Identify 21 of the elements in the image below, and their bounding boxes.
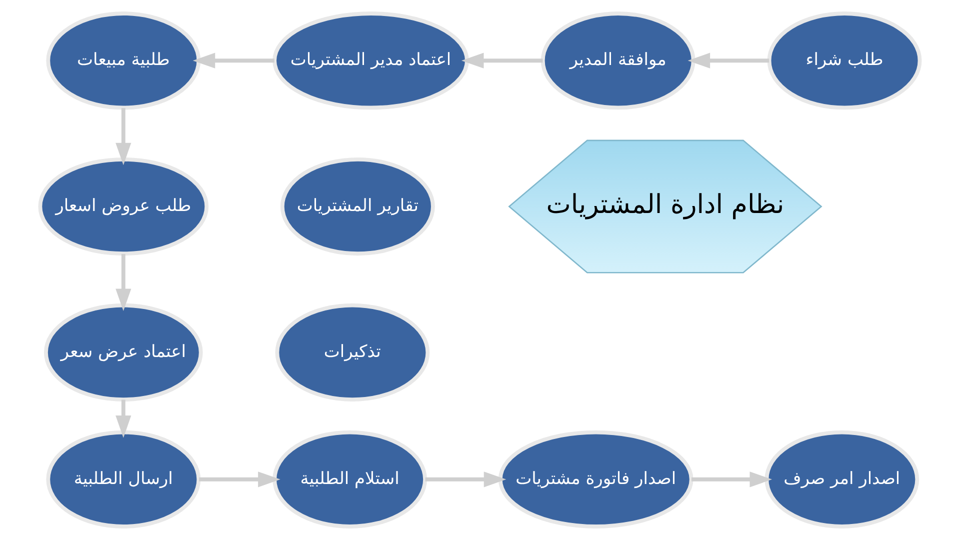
arrow: [691, 472, 772, 488]
node-ellipse: اعتماد مدير المشتريات: [272, 12, 469, 110]
node-ellipse: اصدار امر صرف: [764, 430, 920, 528]
node-ellipse: طلب عروض اسعار: [38, 157, 209, 256]
arrow: [116, 254, 132, 312]
node-ellipse: تذكيرات: [275, 303, 430, 402]
node-ellipse: استلام الطلبية: [272, 430, 428, 528]
arrow: [116, 108, 132, 166]
arrow: [192, 52, 274, 68]
arrow: [425, 472, 506, 488]
node-ellipse: طلبية مبيعات: [46, 12, 201, 110]
node-ellipse: تقارير المشتريات: [280, 157, 435, 256]
arrow: [116, 400, 132, 438]
node-ellipse: اعتماد عرض سعر: [44, 303, 203, 402]
arrow: [688, 52, 770, 68]
node-ellipse: ارسال الطلبية: [46, 430, 201, 528]
node-ellipse: موافقة المدير: [540, 12, 696, 110]
arrow: [461, 52, 543, 68]
arrow: [199, 472, 280, 488]
node-ellipse: اصدار فاتورة مشتريات: [498, 430, 694, 528]
node-ellipse: طلب شراء: [767, 12, 922, 110]
